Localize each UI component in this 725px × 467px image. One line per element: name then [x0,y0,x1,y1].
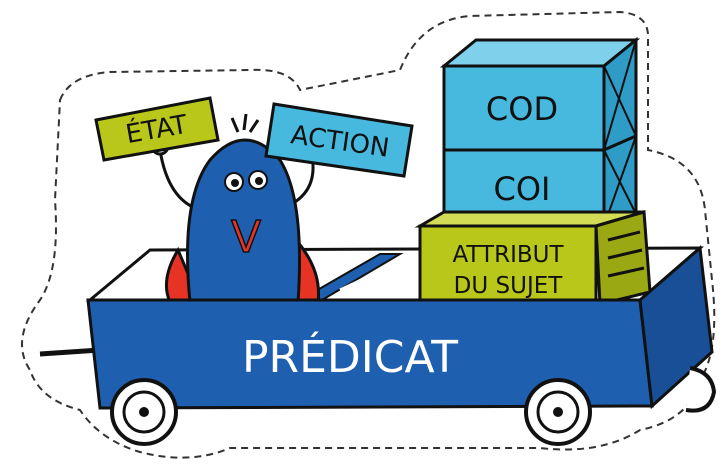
character-letter: V [231,212,261,263]
wheel-front-left [112,380,176,444]
cod-box: COD [444,40,636,150]
coi-label: COI [494,170,551,208]
cart-handle [40,350,100,354]
etat-sign: ÉTAT [96,98,218,160]
attribut-crate: ATTRIBUT DU SUJET [420,212,650,304]
attribut-label-line2: DU SUJET [454,273,564,299]
predicat-label: PRÉDICAT [242,330,458,383]
wheel-back-right [686,368,714,411]
character-tuft [232,114,258,132]
attribut-label-line1: ATTRIBUT [452,242,564,268]
cod-label: COD [486,90,558,128]
action-sign: ACTION [266,104,412,176]
wheel-front-right [526,380,590,444]
